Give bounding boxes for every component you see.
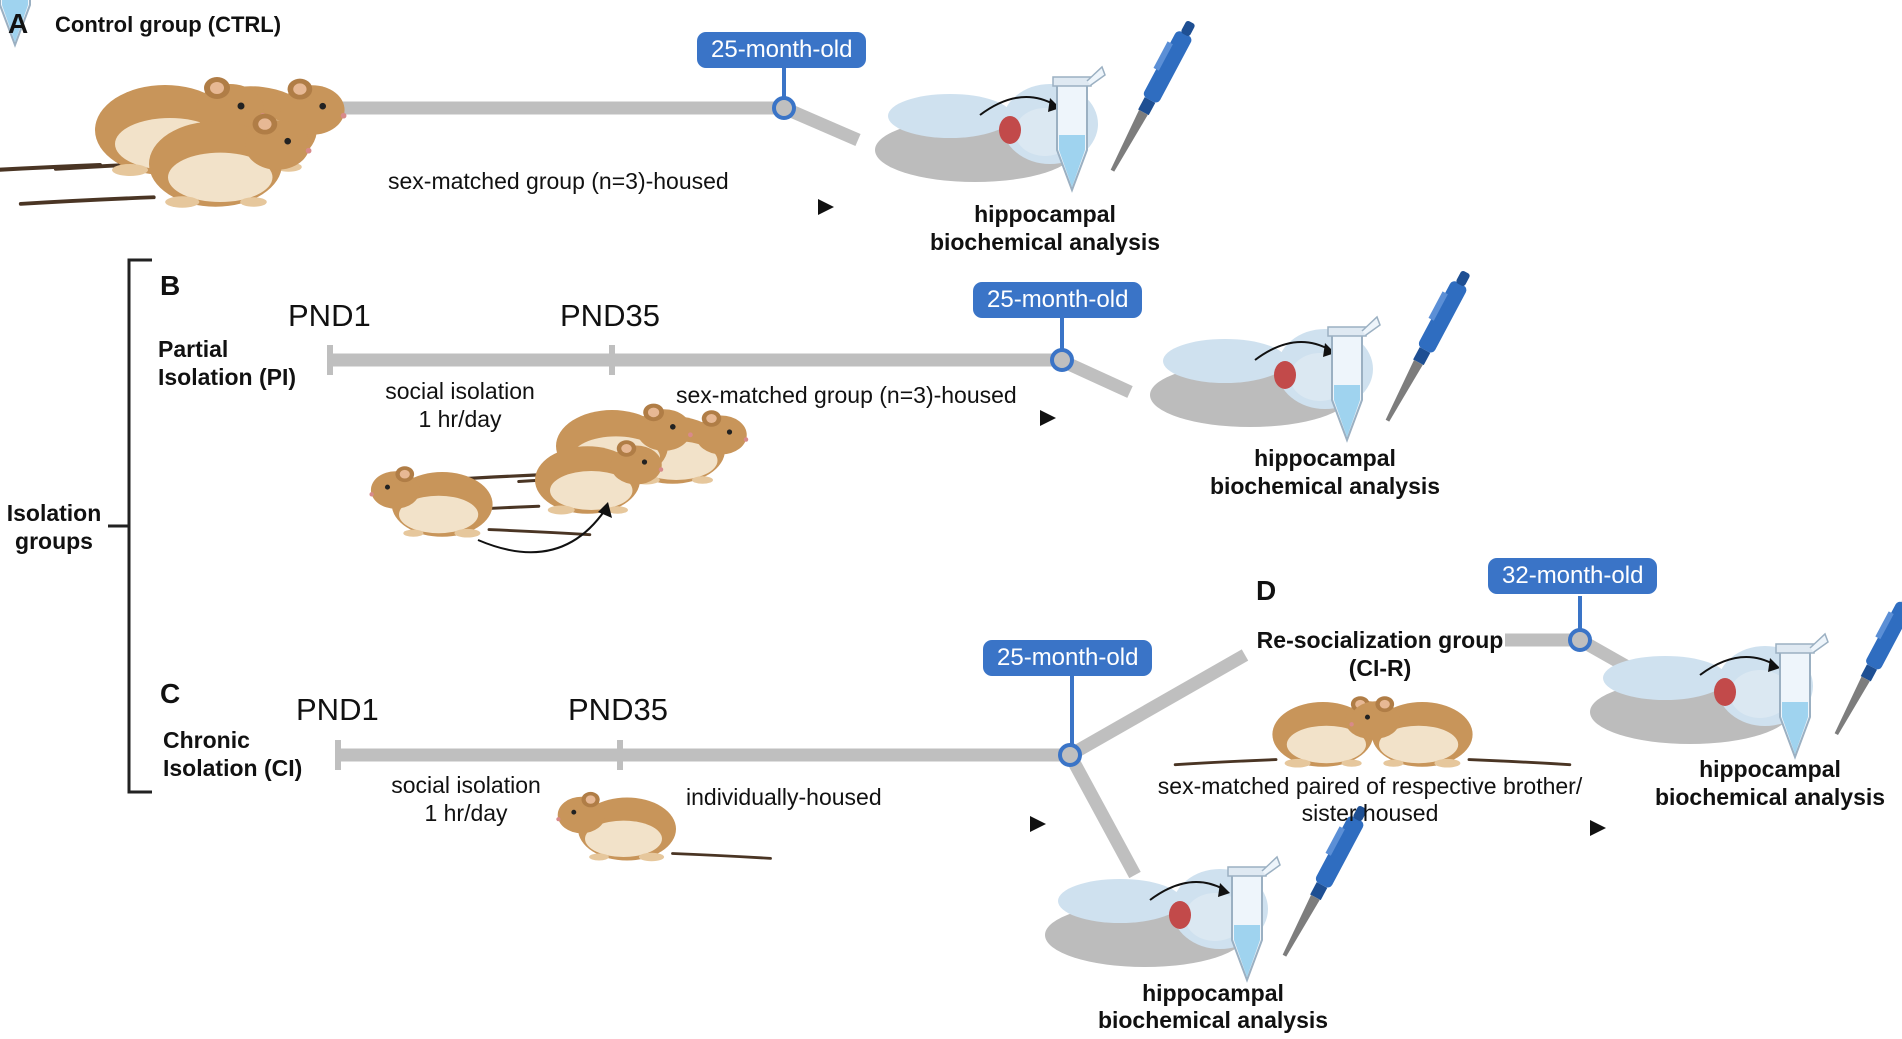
age-badge-d: 32-month-old xyxy=(1488,558,1658,594)
analysis-label-a-line1: hippocampal xyxy=(974,201,1116,227)
mice-group-a xyxy=(0,75,349,210)
analysis-label-b-line1: hippocampal xyxy=(1254,445,1396,471)
isolation-groups-label-line1: Isolation xyxy=(6,500,102,526)
branch-resocialization xyxy=(1066,649,1249,761)
age-badge-c: 25-month-old xyxy=(983,640,1153,676)
tube-icon xyxy=(1227,856,1281,981)
analysis-label-d-line1: hippocampal xyxy=(1699,756,1841,782)
housing-label-d-line2: sister housed xyxy=(1301,800,1439,826)
panel-b-letter: B xyxy=(160,270,181,301)
analysis-label-c-line2: biochemical analysis xyxy=(1097,1007,1329,1033)
pipette-icon xyxy=(1376,266,1475,425)
pipette-icon xyxy=(1826,587,1902,739)
housing-label-d-line1: sex-matched paired of respective brother… xyxy=(1157,773,1583,799)
pnd-start-c: PND1 xyxy=(296,692,379,727)
age-node-b xyxy=(1050,348,1074,372)
panel-c-letter: C xyxy=(160,678,181,709)
age-node-c xyxy=(1058,743,1082,767)
tube-icon xyxy=(1775,633,1829,758)
isolation-label-c-line2: 1 hr/day xyxy=(424,800,508,826)
housing-label-b: sex-matched group (n=3)-housed xyxy=(676,382,1017,408)
age-badge-b: 25-month-old xyxy=(973,282,1143,318)
age-node-d xyxy=(1568,628,1592,652)
pnd-mid-c: PND35 xyxy=(568,692,668,727)
isolation-label-b-line2: 1 hr/day xyxy=(418,406,502,432)
isolation-groups-label-line2: groups xyxy=(15,528,93,554)
panel-c-title-line1: Chronic xyxy=(163,727,250,753)
analysis-label-d-line2: biochemical analysis xyxy=(1654,784,1886,810)
isolation-label-c-line1: social isolation xyxy=(391,772,541,798)
branch-analysis xyxy=(1064,751,1141,879)
panel-a-title: Control group (CTRL) xyxy=(55,12,282,37)
housing-label-c: individually-housed xyxy=(686,784,882,810)
isolation-label-b-line1: social isolation xyxy=(385,378,535,404)
age-badge-a: 25-month-old xyxy=(697,32,867,68)
panel-c-title-line2: Isolation (CI) xyxy=(163,755,303,781)
analysis-label-b-line2: biochemical analysis xyxy=(1209,473,1441,499)
panel-d-title-line2: (CI-R) xyxy=(1348,655,1412,681)
isolation-bracket xyxy=(127,258,152,794)
analysis-label-c-line1: hippocampal xyxy=(1142,980,1284,1006)
panel-d-title-line1: Re-socialization group xyxy=(1256,627,1504,653)
panel-b-title-line2: Isolation (PI) xyxy=(158,364,296,390)
panel-b-title-line1: Partial xyxy=(158,336,229,362)
panel-a-letter: A xyxy=(8,8,29,39)
analysis-label-a-line2: biochemical analysis xyxy=(929,229,1161,255)
panel-d-letter: D xyxy=(1256,575,1277,606)
housing-label-a: sex-matched group (n=3)-housed xyxy=(388,168,729,194)
pnd-mid-b: PND35 xyxy=(560,298,660,333)
mice-pair-d xyxy=(1173,694,1572,769)
pnd-start-b: PND1 xyxy=(288,298,371,333)
tube-icon xyxy=(1327,316,1381,441)
pipette-icon xyxy=(1101,16,1200,175)
age-node-a xyxy=(772,96,796,120)
